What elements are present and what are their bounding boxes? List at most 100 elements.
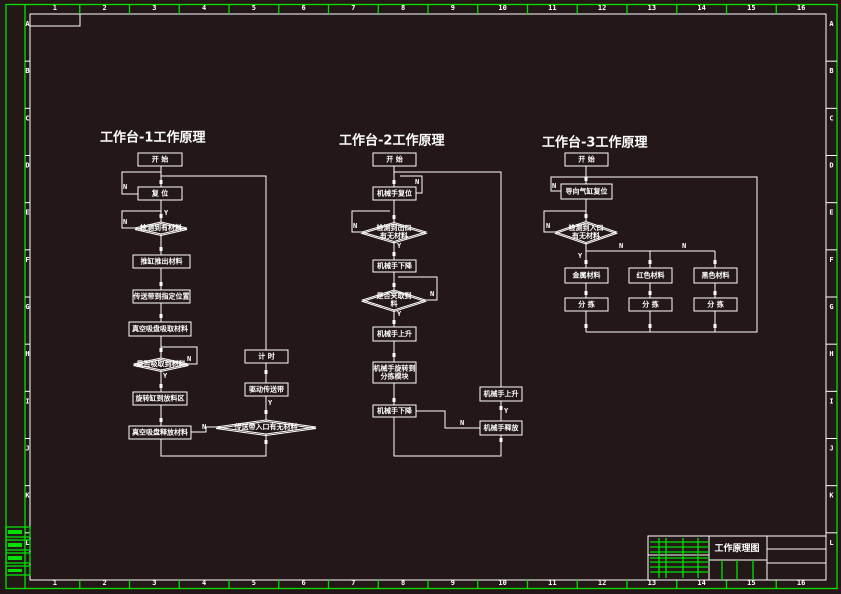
process-box <box>132 289 191 304</box>
row-label-right: D <box>829 162 833 170</box>
process-box <box>372 361 417 384</box>
chart-title-2: 工作台-2工作原理 <box>339 133 444 149</box>
arrow-head-icon <box>499 438 503 442</box>
process-box-label: 复 位 <box>151 189 168 198</box>
decision-label-line: 有无材料 <box>380 231 408 240</box>
row-label-right: L <box>829 539 833 547</box>
process-box <box>372 326 417 342</box>
arrow-head-icon <box>648 260 652 264</box>
row-label-right: A <box>829 20 834 28</box>
decision-label: 检测到有材料 <box>140 223 182 232</box>
column-label-top: 7 <box>351 4 355 12</box>
process-box <box>372 259 417 273</box>
column-label-bottom: 4 <box>202 579 206 587</box>
column-label-bottom: 15 <box>747 579 755 587</box>
column-label-top: 2 <box>103 4 107 12</box>
process-box-label: 传送带到指定位置 <box>133 292 190 301</box>
row-label-left: J <box>25 445 29 453</box>
row-label-left: D <box>25 162 29 170</box>
drawing-name: 工作原理图 <box>714 542 759 554</box>
decision-label: 是否夹取到料 <box>376 291 412 308</box>
process-box-label: 分 拣 <box>578 300 594 309</box>
process-box-label: 黑色材料 <box>702 271 730 280</box>
arrow-head-icon <box>264 410 268 414</box>
arrow-head-icon <box>159 180 163 184</box>
row-label-left: H <box>25 350 29 358</box>
row-label-left: I <box>25 397 29 405</box>
arrow-head-icon <box>392 320 396 324</box>
process-box <box>479 386 523 402</box>
revision-mark <box>8 543 22 547</box>
arrow-head-icon <box>159 384 163 388</box>
process-box <box>693 267 738 284</box>
decision-diamond <box>360 289 428 311</box>
arrow-head-icon <box>584 324 588 328</box>
row-label-right: B <box>829 67 833 75</box>
revision-cell <box>5 552 31 564</box>
column-label-bottom: 14 <box>697 579 705 587</box>
decision-label-line: 检测到入口 <box>569 223 604 232</box>
column-label-bottom: 7 <box>351 579 355 587</box>
connector-line <box>586 176 758 333</box>
process-box <box>564 267 609 284</box>
chart-title-3: 工作台-3工作原理 <box>542 135 647 151</box>
connector-line <box>121 210 161 229</box>
decision-diamond-outline <box>360 290 428 313</box>
connector-line <box>416 410 480 429</box>
decision-label-line: 是否夹取到 <box>376 291 412 300</box>
arrow-head-icon <box>648 291 652 295</box>
connector-line <box>550 176 586 192</box>
branch-label: N <box>682 242 686 250</box>
process-box <box>564 297 609 312</box>
column-label-top: 10 <box>498 4 506 12</box>
arrow-head-icon <box>392 398 396 402</box>
column-label-bottom: 6 <box>302 579 306 587</box>
arrow-head-icon <box>392 283 396 287</box>
column-label-bottom: 1 <box>53 579 57 587</box>
revision-mark <box>8 556 22 560</box>
row-label-right: E <box>829 209 833 217</box>
revision-mark <box>8 530 22 534</box>
row-label-right: K <box>829 492 834 500</box>
process-box-label: 金属材料 <box>572 271 601 280</box>
column-label-bottom: 2 <box>103 579 107 587</box>
connector-line <box>398 276 438 301</box>
process-box-label: 机械手旋转到分拣模块 <box>374 364 416 381</box>
column-label-top: 9 <box>451 4 455 12</box>
row-label-left: G <box>25 303 29 311</box>
row-label-left: B <box>25 67 29 75</box>
arrow-head-icon <box>713 260 717 264</box>
row-label-left: F <box>25 256 29 264</box>
revision-cell <box>5 565 31 576</box>
branch-label: Y <box>163 372 168 380</box>
row-label-right: I <box>829 397 833 405</box>
process-box-label: 旋转缸到放料区 <box>135 394 185 403</box>
process-box <box>479 420 523 436</box>
column-label-bottom: 11 <box>548 579 556 587</box>
branch-label: Y <box>164 209 169 217</box>
decision-diamond <box>360 221 428 243</box>
connector-line <box>161 346 198 365</box>
column-label-bottom: 9 <box>451 579 455 587</box>
row-label-left: C <box>25 114 29 122</box>
decision-diamond-outline <box>215 420 317 437</box>
process-box-label: 计 时 <box>258 352 274 361</box>
decision-label: 检测到出口有无材料 <box>377 223 412 240</box>
process-box <box>628 267 673 284</box>
row-label-left: E <box>25 209 29 217</box>
column-label-top: 3 <box>152 4 156 12</box>
column-label-top: 1 <box>53 4 57 12</box>
column-label-top: 5 <box>252 4 256 12</box>
process-box <box>244 349 289 364</box>
column-label-top: 8 <box>401 4 405 12</box>
revision-mark <box>8 569 22 572</box>
process-box-label: 机械手释放 <box>484 423 520 432</box>
branch-label: N <box>552 182 556 190</box>
branch-label: Y <box>397 242 402 250</box>
branch-label: N <box>619 242 623 250</box>
decision-diamond-outline <box>553 222 619 245</box>
arrow-head-icon <box>264 440 268 444</box>
process-box <box>244 382 289 397</box>
column-label-bottom: 16 <box>797 579 805 587</box>
connector-line <box>393 417 502 457</box>
